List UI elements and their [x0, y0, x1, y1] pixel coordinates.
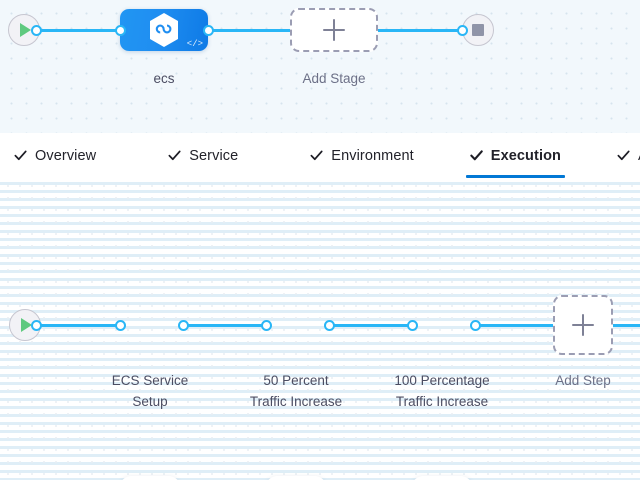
check-icon	[310, 149, 323, 162]
connector-dot-step1-out[interactable]	[324, 320, 335, 331]
step-node-50-percent-traffic-increase[interactable]: </>	[266, 476, 326, 480]
step-node-ecs-service-setup[interactable]: </>	[120, 476, 180, 480]
step-node-100-percentage-traffic-increase[interactable]: </>	[412, 476, 472, 480]
connector-dot-stage-out[interactable]	[203, 25, 214, 36]
check-icon	[470, 149, 483, 162]
pipeline-tab-bar: Overview Service Environment Execution A	[0, 133, 640, 178]
stop-icon	[472, 24, 484, 36]
step-connector-0	[35, 324, 125, 327]
tab-advanced[interactable]: Advance	[607, 133, 640, 178]
connector-dot-stage-in[interactable]	[115, 25, 126, 36]
add-step-label: Add Step	[555, 373, 611, 388]
stage-canvas[interactable]: </> ecs Add Stage	[0, 0, 640, 133]
step-connector-3	[475, 324, 555, 327]
stage-code-icon[interactable]: </>	[186, 39, 203, 49]
play-icon	[20, 23, 31, 37]
connector-dot-step2-out[interactable]	[470, 320, 481, 331]
tab-environment[interactable]: Environment	[300, 133, 424, 178]
stage-connector-start	[36, 29, 124, 32]
step-label-100-percentage-traffic-increase: 100 Percentage Traffic Increase	[394, 373, 490, 409]
connector-dot-end-in[interactable]	[457, 25, 468, 36]
check-icon	[168, 149, 181, 162]
connector-dot-step0-out[interactable]	[178, 320, 189, 331]
tab-service-label: Service	[189, 147, 239, 164]
check-icon	[14, 149, 27, 162]
execution-canvas[interactable]: </> ECS Service Setup	[0, 178, 640, 480]
connector-dot-step1-in[interactable]	[261, 320, 272, 331]
plus-icon	[323, 19, 345, 41]
tab-execution-label: Execution	[490, 147, 561, 164]
tab-advanced-label: Advance	[638, 148, 640, 164]
infinity-hexagon-icon	[148, 12, 180, 48]
step-connector-1	[183, 324, 271, 327]
add-stage-label: Add Stage	[302, 71, 366, 86]
step-connector-overflow	[612, 324, 640, 327]
step-label-50-percent-traffic-increase: 50 Percent Traffic Increase	[249, 373, 343, 409]
plus-icon	[572, 314, 594, 336]
stage-connector-mid	[208, 29, 290, 32]
tab-overview[interactable]: Overview	[4, 133, 106, 178]
play-icon	[21, 318, 32, 332]
stage-label-ecs: ecs	[153, 71, 175, 86]
tab-service[interactable]: Service	[158, 133, 248, 178]
connector-dot-step0-in[interactable]	[115, 320, 126, 331]
tab-overview-label: Overview	[35, 147, 97, 164]
stage-connector-end	[378, 29, 462, 32]
stage-node-ecs[interactable]: </>	[120, 9, 208, 51]
connector-dot-step2-in[interactable]	[407, 320, 418, 331]
check-icon	[617, 149, 630, 162]
step-connector-2	[329, 324, 417, 327]
add-stage-button[interactable]	[290, 8, 378, 52]
add-step-button[interactable]	[553, 295, 613, 355]
step-label-ecs-service-setup: ECS Service Setup	[111, 373, 189, 409]
tab-environment-label: Environment	[331, 147, 414, 164]
connector-dot-start-out[interactable]	[31, 25, 42, 36]
connector-dot-exec-start-out[interactable]	[31, 320, 42, 331]
tab-execution[interactable]: Execution	[460, 133, 571, 178]
